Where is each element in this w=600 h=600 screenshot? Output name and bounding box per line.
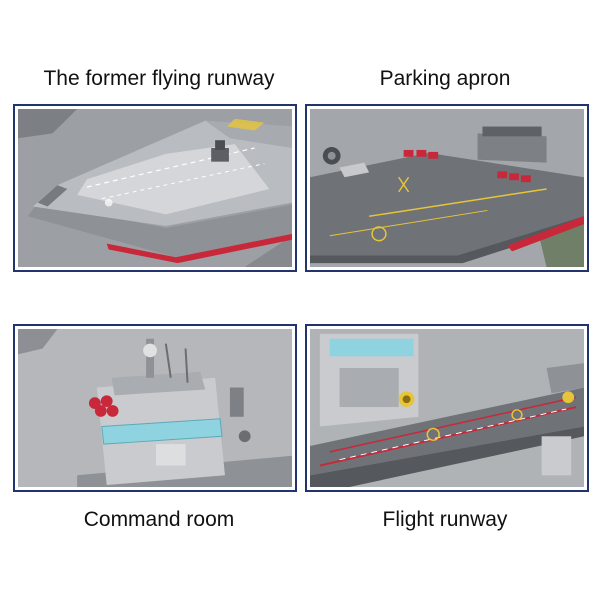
photo-command-room — [13, 324, 297, 492]
caption-flight-runway: Flight runway — [382, 508, 508, 531]
apron-deck-illustration — [310, 109, 584, 267]
caption-parking-apron: Parking apron — [379, 67, 511, 90]
flight-runway-illustration — [310, 329, 584, 487]
caption-command-room: Command room — [83, 508, 235, 531]
command-tower-illustration — [18, 329, 292, 487]
photo-former-flying-runway — [13, 104, 297, 272]
caption-former-flying-runway: The former flying runway — [43, 67, 275, 90]
runway-deck-illustration — [18, 109, 292, 267]
photo-flight-runway — [305, 324, 589, 492]
photo-parking-apron — [305, 104, 589, 272]
